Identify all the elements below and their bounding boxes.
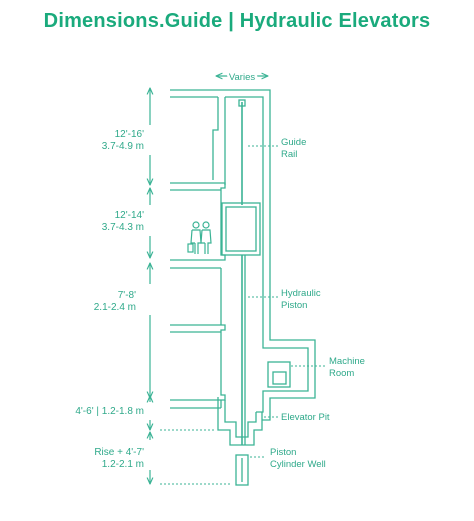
dim-4-label: 4'-6' | 1.2-1.8 m bbox=[75, 406, 144, 417]
shaft-inner-wall bbox=[225, 96, 309, 413]
leader-lines bbox=[160, 145, 325, 485]
dim-5-imperial: Rise + 4'-7' bbox=[94, 447, 144, 458]
dim-1-imperial: 12'-16' bbox=[115, 129, 144, 140]
building-structure bbox=[170, 89, 316, 486]
person-2-head bbox=[202, 221, 210, 229]
floor-slab-3 bbox=[170, 324, 226, 401]
piston-cylinder-label-1: Piston bbox=[270, 447, 296, 458]
piston-cylinder-label-2: Cylinder Well bbox=[270, 459, 326, 470]
dimension-lines bbox=[150, 76, 268, 484]
hydraulic-piston-label-1: Hydraulic bbox=[281, 288, 321, 299]
piston-cylinder-well bbox=[235, 454, 249, 486]
elevator-pit-label: Elevator Pit bbox=[281, 412, 330, 423]
labels: Varies Guide Rail Hydraulic Piston Machi… bbox=[75, 70, 365, 471]
rail-top-cap bbox=[238, 99, 246, 107]
floor-slab-2 bbox=[170, 182, 226, 261]
machine-unit bbox=[272, 371, 287, 385]
dim-1-metric: 3.7-4.9 m bbox=[102, 141, 144, 152]
page-title: Dimensions.Guide | Hydraulic Elevators bbox=[43, 10, 431, 32]
machine-room-label-1: Machine bbox=[329, 356, 365, 367]
varies-label: Varies bbox=[229, 72, 255, 83]
guide-rail-label-2: Rail bbox=[281, 149, 297, 160]
dim-3-imperial: 7'-8' bbox=[118, 290, 136, 301]
machine-room-label-2: Room bbox=[329, 368, 354, 379]
elevator-car bbox=[221, 202, 261, 256]
people-figures bbox=[187, 221, 212, 254]
suitcase bbox=[187, 243, 194, 253]
left-wall-outer bbox=[212, 97, 219, 180]
elevator-car-inner bbox=[225, 206, 257, 252]
guide-rail-label-1: Guide bbox=[281, 137, 306, 148]
dim-2-imperial: 12'-14' bbox=[115, 210, 144, 221]
dim-5-metric: 1.2-2.1 m bbox=[102, 459, 144, 470]
shaft-outer-wall bbox=[170, 89, 316, 421]
dim-2-metric: 3.7-4.3 m bbox=[102, 222, 144, 233]
dim-3-metric: 2.1-2.4 m bbox=[94, 302, 136, 313]
machine-room-box bbox=[267, 361, 291, 388]
person-1-head bbox=[192, 221, 200, 229]
hydraulic-piston-label-2: Piston bbox=[281, 300, 307, 311]
person-2-body bbox=[200, 229, 212, 254]
